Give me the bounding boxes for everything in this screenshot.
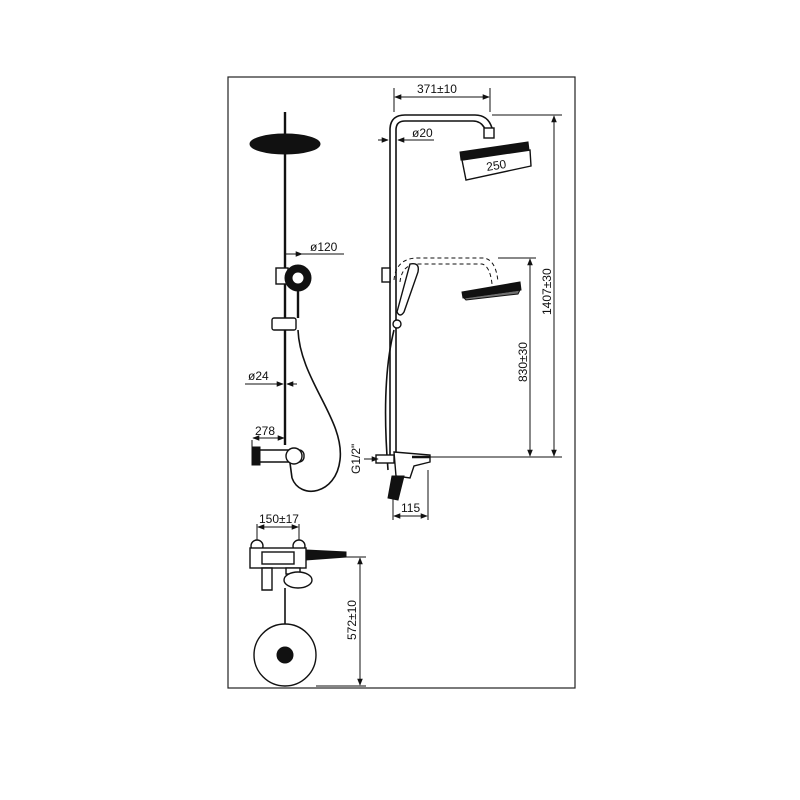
dim-spout-length: 115 [401,501,420,515]
side-view: 371±10 ø20 250 G1/2" [349,82,562,520]
dim-total-height: 1407±30 [540,268,554,315]
lever-handle [305,549,347,561]
dim-inlet-thread: G1/2" [349,444,363,474]
hose [291,329,342,493]
dim-bar-diameter: ø24 [248,369,269,383]
spout-top [261,567,273,591]
top-view: 150±17 572±10 [249,512,366,687]
dim-top-width: 371±10 [417,82,457,96]
dim-mount-height: 572±10 [345,600,359,640]
rain-head-front [249,133,321,155]
dim-lower-height: 830±30 [516,342,530,382]
dim-head-width: 250 [485,157,507,174]
riser-side [389,114,493,460]
dim-hand-diameter: ø120 [310,240,338,254]
hand-shower-side [396,262,420,316]
dim-mixer-depth: 278 [255,424,275,438]
dim-pipe-diameter: ø20 [412,126,433,140]
rain-head-low [461,281,522,299]
drawing-frame [227,76,576,689]
spout-side [387,475,405,501]
slide-bracket [271,317,297,331]
dim-inlet-spacing: 150±17 [259,512,299,526]
front-view: ø120 ø24 278 [245,112,344,493]
